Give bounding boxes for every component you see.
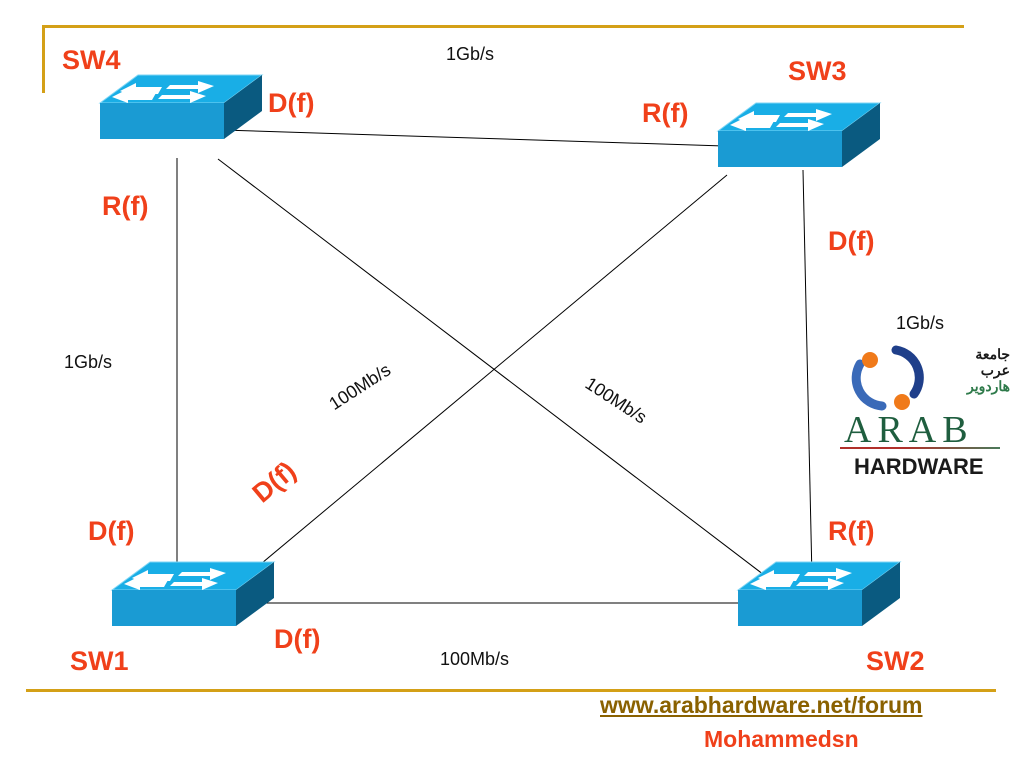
speed-label-bottom: 100Mb/s	[440, 649, 510, 669]
port-label-sw4-below: R(f)	[102, 191, 149, 221]
port-label-sw1-above: D(f)	[88, 516, 135, 546]
frame-left-rule	[42, 25, 45, 93]
switch-sw2-icon[interactable]	[737, 561, 901, 627]
arab-hardware-logo: جامعة عرب هاردوير ARAB HARDWARE	[838, 340, 1018, 490]
port-label-sw4-right: D(f)	[268, 88, 315, 118]
speed-label-right: 1Gb/s	[896, 313, 945, 333]
switch-name-sw3: SW3	[788, 56, 847, 86]
logo-arabic-text: جامعة عرب هاردوير	[967, 346, 1010, 394]
link-sw1-sw3	[249, 174, 728, 574]
logo-hardware-text: HARDWARE	[854, 454, 984, 479]
frame-top-rule	[42, 25, 964, 28]
logo-arabic-line-3: هاردوير	[966, 378, 1010, 395]
port-label-sw2-above: R(f)	[828, 516, 875, 546]
speed-label-top: 1Gb/s	[446, 44, 495, 64]
switch-name-sw2: SW2	[866, 646, 925, 676]
frame-bottom-rule	[26, 689, 996, 692]
switch-sw4-icon[interactable]	[99, 74, 263, 140]
logo-arab-text: ARAB	[844, 409, 974, 451]
switch-name-sw1: SW1	[70, 646, 129, 676]
link-sw3-sw2	[802, 169, 813, 579]
logo-arabic-line-1: جامعة	[975, 346, 1010, 362]
logo-ring-icon	[851, 345, 924, 411]
port-label-sw3-below: D(f)	[828, 226, 875, 256]
link-sw4-sw3	[221, 129, 725, 147]
author-name: Mohammedsn	[704, 726, 859, 752]
switch-sw3-icon[interactable]	[717, 102, 881, 168]
port-label-sw1-right: D(f)	[274, 624, 321, 654]
forum-link[interactable]: www.arabhardware.net/forum	[600, 692, 923, 718]
speed-label-left: 1Gb/s	[64, 352, 113, 372]
logo-rule	[840, 447, 1000, 449]
switch-name-sw4: SW4	[62, 45, 121, 75]
link-sw4-sw2	[217, 158, 769, 579]
logo-arabic-line-2: عرب	[980, 362, 1010, 379]
port-label-sw3-left: R(f)	[642, 98, 689, 128]
switch-sw1-icon[interactable]	[111, 561, 275, 627]
